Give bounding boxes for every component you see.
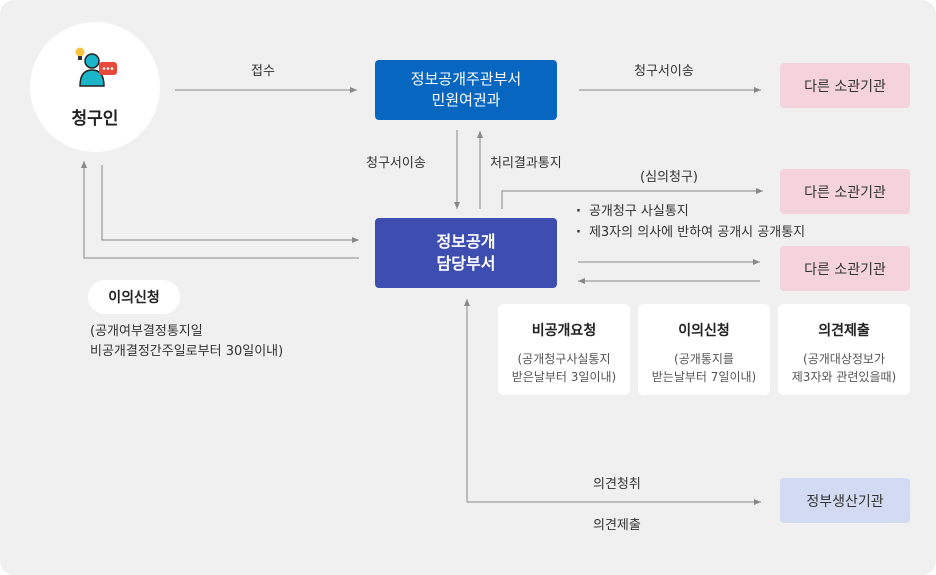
arrow-review xyxy=(501,188,763,209)
bullet-item: 제3자의 의사에 반하여 공개시 공개통지 xyxy=(576,222,805,243)
label-opinion-submit: 의견제출 xyxy=(593,518,641,533)
objection-note-line2: 비공개결정간주일로부터 30일이내) xyxy=(90,344,284,359)
requester-label: 청구인 xyxy=(71,109,119,129)
card-title: 비공개요청 xyxy=(531,323,597,339)
main-dept-box: 정보공개주관부서 민원여권과 xyxy=(375,60,557,120)
card-subtitle: (공개대상정보가 제3자와 관련있을때) xyxy=(778,350,910,386)
objection-note: (공개여부결정통지일 비공개결정간주일로부터 30일이내) xyxy=(90,322,283,362)
card-subtitle: (공개통지를 받는날부터 7일이내) xyxy=(638,350,770,386)
notice-bullet-list: 공개청구 사실통지 제3자의 의사에 반하여 공개시 공개통지 xyxy=(576,201,805,243)
card-title: 의견제출 xyxy=(818,323,870,339)
handling-dept-line2: 담당부서 xyxy=(436,254,496,273)
other-agency-top: 다른 소관기관 xyxy=(780,63,910,108)
objection-note-line1: (공개여부결정통지일 xyxy=(90,324,203,339)
objection-pill: 이의신청 xyxy=(88,280,180,314)
bullet-item: 공개청구 사실통지 xyxy=(576,201,805,222)
card-objection: 이의신청 (공개통지를 받는날부터 7일이내) xyxy=(638,304,770,395)
main-dept-line1: 정보공개주관부서 xyxy=(410,70,522,88)
card-opinion-submit: 의견제출 (공개대상정보가 제3자와 관련있을때) xyxy=(778,304,910,395)
arrow-handling-to-requester xyxy=(81,161,359,259)
arrow-opinion-request xyxy=(466,300,761,505)
other-agency-bottom: 다른 소관기관 xyxy=(780,246,910,291)
card-nondisclosure-request: 비공개요청 (공개청구사실통지 받은날부터 3일이내) xyxy=(498,304,630,395)
card-sub-line2: 받는날부터 7일이내) xyxy=(651,370,757,384)
card-sub-line2: 받은날부터 3일이내) xyxy=(511,370,617,384)
label-receipt: 접수 xyxy=(251,64,275,79)
label-transfer-top: 청구서이송 xyxy=(634,64,694,79)
label-opinion-request: 의견청취 xyxy=(593,477,641,492)
card-sub-line1: (공개청구사실통지 xyxy=(517,352,611,366)
requester-node: 청구인 xyxy=(30,22,160,152)
label-transfer-mid: 청구서이송 xyxy=(366,156,426,171)
card-sub-line1: (공개통지를 xyxy=(674,352,734,366)
handling-dept-line1: 정보공개 xyxy=(436,232,496,251)
card-title: 이의신청 xyxy=(678,323,730,339)
gov-agency-box: 정부생산기관 xyxy=(780,478,910,523)
arrow-requester-to-handling xyxy=(101,165,359,243)
person-speech-lightbulb-icon xyxy=(74,46,118,90)
card-subtitle: (공개청구사실통지 받은날부터 3일이내) xyxy=(498,350,630,386)
main-dept-line2: 민원여권과 xyxy=(431,91,501,109)
card-sub-line2: 제3자와 관련있을때) xyxy=(791,370,897,384)
handling-dept-box: 정보공개 담당부서 xyxy=(375,218,557,288)
card-sub-line1: (공개대상정보가 xyxy=(803,352,885,366)
label-review-request: (심의청구) xyxy=(640,170,698,185)
label-result-notice: 처리결과통지 xyxy=(490,156,562,171)
